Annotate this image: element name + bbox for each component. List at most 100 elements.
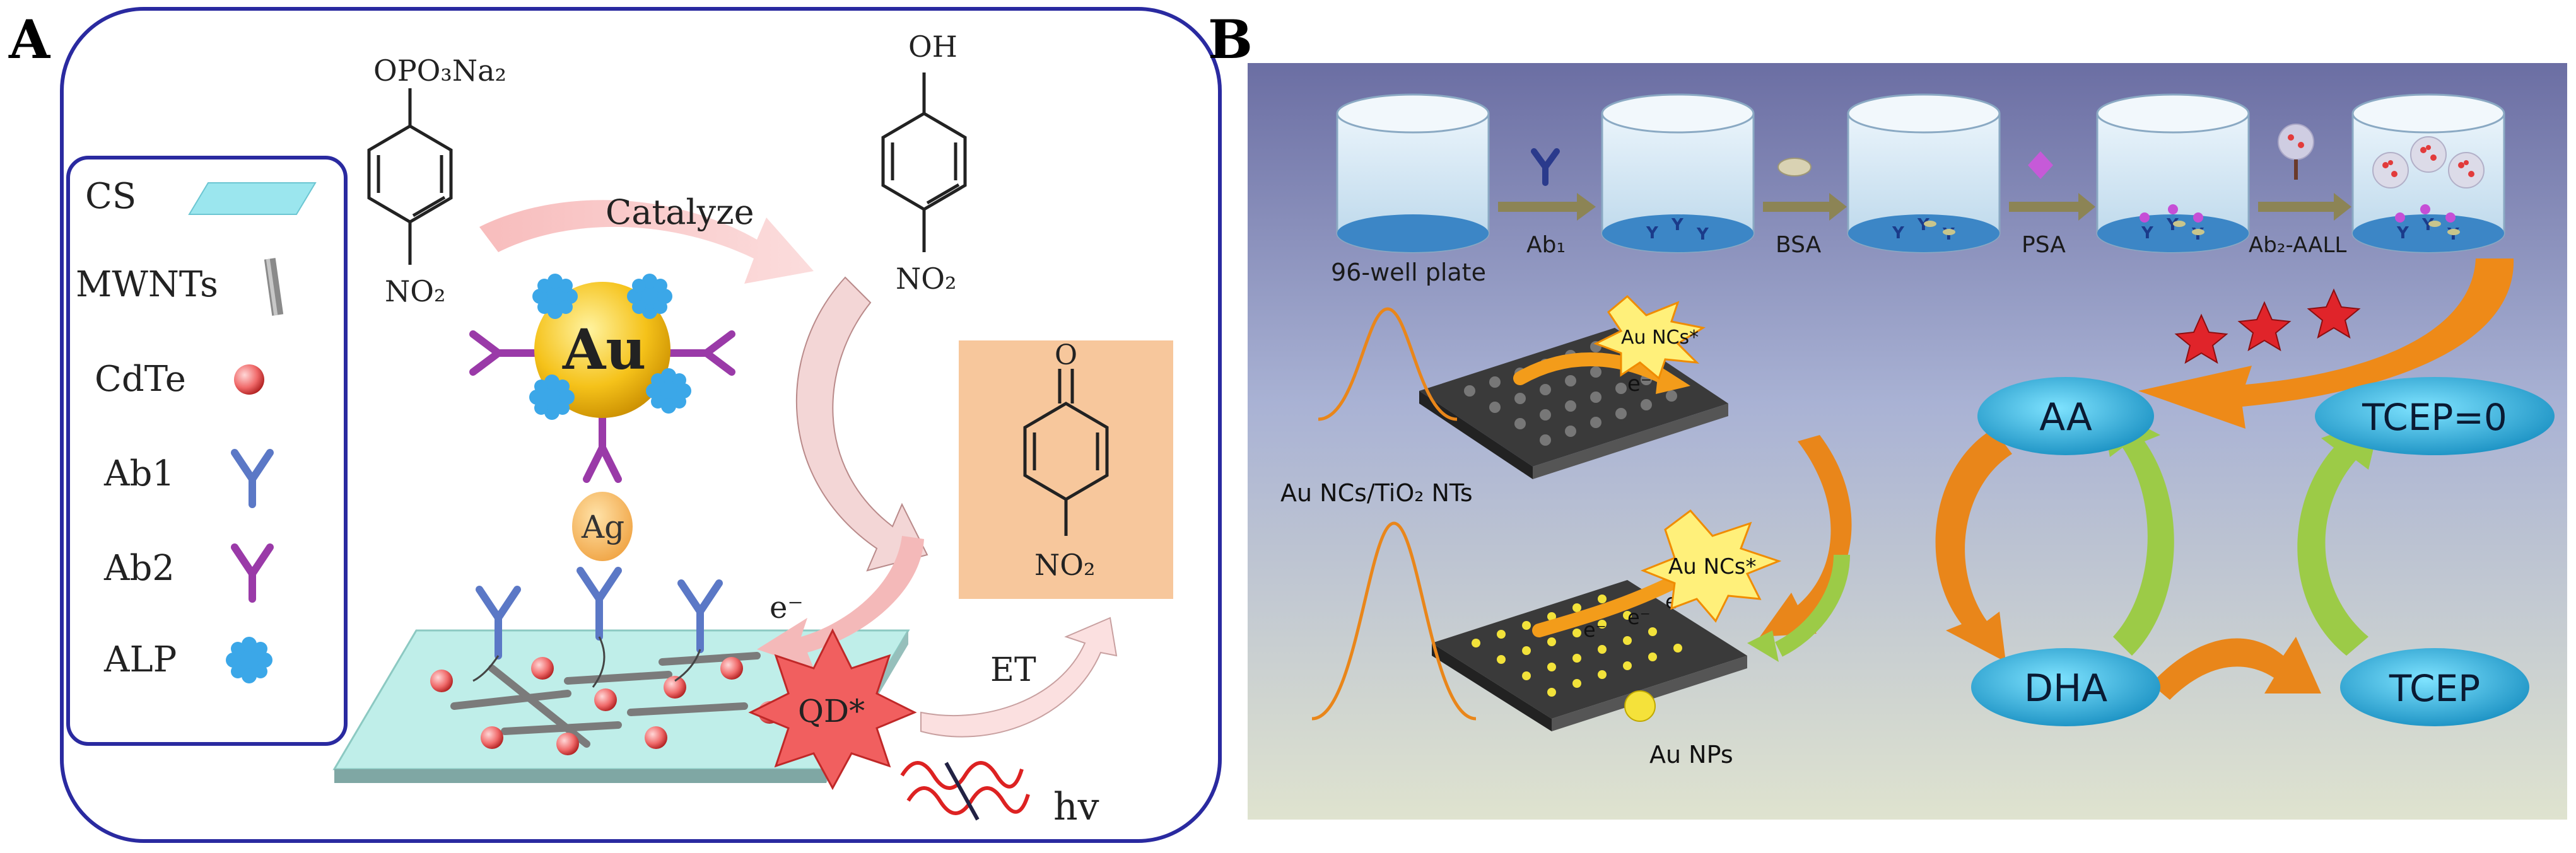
nanotube-layer	[450, 652, 761, 748]
dha-to-aa-arrow	[2100, 403, 2174, 656]
surface-ab1	[476, 567, 723, 659]
svg-text:Y: Y	[2421, 216, 2435, 235]
bsa-icon	[1777, 158, 1812, 177]
bottom-electron-label-2: e⁻	[1627, 605, 1651, 629]
step-plate-label: 96-well plate	[1331, 258, 1486, 286]
liposome-bubbles	[2372, 136, 2485, 189]
svg-text:Y: Y	[2166, 216, 2179, 235]
quinone-box	[959, 340, 1173, 599]
cs-electrode-edge	[334, 769, 826, 783]
quinone-nitro-label: NO₂	[1034, 548, 1095, 582]
panel-a-label: A	[8, 8, 51, 71]
substrate-nitro-label: NO₂	[385, 274, 445, 308]
svg-text:Y: Y	[1917, 216, 1930, 235]
product-hydroxyl-label: OH	[908, 30, 957, 64]
legend-ab1-label: Ab1	[103, 453, 175, 494]
alp-enzymes	[529, 274, 691, 420]
bottom-peak-curve	[1311, 521, 1477, 721]
tcep-zero-label: TCEP=0	[2362, 396, 2507, 439]
photon-wave-icon	[900, 761, 1030, 821]
well-4	[2096, 93, 2250, 253]
catalyze-label: Catalyze	[606, 192, 754, 232]
psa-icon	[2028, 151, 2053, 179]
aa-to-dha-arrow	[1935, 429, 2012, 662]
top-array-label: Au NCs/TiO₂ NTs	[1280, 479, 1473, 507]
cdte-spheres	[430, 657, 781, 755]
panel-a-frame	[60, 7, 1222, 843]
bottom-array-label: Au NPs	[1649, 741, 1733, 769]
tcep-node: TCEP	[2340, 648, 2529, 726]
svg-text:Y: Y	[2141, 224, 2154, 243]
top-nc-label: Au NCs*	[1621, 327, 1699, 349]
antibody-purple-icon	[231, 543, 274, 603]
well-1	[1336, 93, 1490, 253]
array-to-aa-arrow	[1774, 554, 1850, 657]
product-nitro-label: NO₂	[896, 262, 956, 296]
antibody-blue-icon	[231, 449, 274, 508]
tcep-to-tcepzero-arrow	[2297, 416, 2381, 656]
svg-text:Y: Y	[1892, 224, 1905, 243]
bottom-nc-star	[1640, 509, 1782, 623]
svg-text:Y: Y	[1671, 216, 1684, 235]
top-nc-star	[1593, 294, 1706, 380]
gold-np-ball	[1624, 690, 1656, 722]
svg-text:Y: Y	[1696, 225, 1709, 244]
well-2	[1601, 93, 1755, 253]
ascorbic-stars	[2174, 288, 2361, 364]
red-sphere-icon	[234, 364, 264, 395]
top-electron-label: e⁻	[1627, 371, 1652, 397]
electron-arrow	[757, 536, 924, 668]
catalyze-arrow	[479, 200, 814, 284]
panel-b-label: B	[1208, 8, 1253, 71]
panel-b: B	[1208, 8, 2567, 820]
nanotube-icon	[264, 258, 284, 316]
cs-slab-icon	[188, 182, 317, 215]
substrate-phosphate-label: OPO₃Na₂	[373, 54, 506, 88]
well-row: YYY YYY YYY YYY	[1336, 93, 2505, 253]
legend-mwnts-label: MWNTs	[76, 264, 218, 305]
quinone-molecule	[1023, 369, 1109, 536]
panel-a: A CS MWNTs CdTe Ab1 Ab2 ALP	[8, 7, 1222, 843]
bottom-electron-label-1: e⁻	[1583, 618, 1607, 642]
legend-ab2-label: Ab2	[103, 548, 175, 589]
legend-cs-label: CS	[85, 176, 136, 217]
legend-alp-label: ALP	[103, 639, 177, 680]
antigen-ball	[572, 492, 633, 561]
dha-label: DHA	[2024, 666, 2107, 711]
substrate-molecule	[367, 88, 453, 265]
dha-to-tcep-arrow	[2151, 637, 2321, 700]
aa-node: AA	[1977, 377, 2154, 455]
bottom-nc-label: Au NCs*	[1668, 554, 1757, 579]
antigen-label: Ag	[581, 509, 624, 545]
bottom-nanotube-array	[1432, 567, 1747, 731]
gold-label: Au	[562, 316, 646, 382]
step-ab2-label: Ab₂-AALL	[2249, 233, 2346, 258]
step-ab1-label: Ab₁	[1526, 232, 1566, 258]
electron-label: e⁻	[770, 590, 804, 625]
quantum-dot-star	[748, 628, 917, 791]
ab2-aall-icon	[2278, 124, 2314, 180]
quinone-oxygen-label: O	[1055, 339, 1077, 371]
top-peak-curve	[1318, 307, 1458, 421]
dha-node: DHA	[1971, 648, 2160, 726]
photon-label: hv	[1053, 785, 1099, 829]
enzyme-icon	[226, 637, 272, 683]
product-molecule	[881, 73, 967, 252]
svg-text:Y: Y	[1646, 224, 1659, 243]
step-arrows	[1498, 193, 2351, 221]
well-3	[1847, 93, 2001, 253]
svg-text:Y: Y	[2396, 224, 2409, 243]
tcep-label: TCEP	[2389, 667, 2480, 710]
step-bsa-label: BSA	[1776, 232, 1822, 258]
well-5	[2351, 93, 2505, 253]
tcep-zero-node: TCEP=0	[2315, 377, 2555, 455]
step-psa-label: PSA	[2022, 232, 2066, 258]
energy-transfer-label: ET	[990, 651, 1036, 689]
quantum-dot-label: QD*	[798, 693, 865, 729]
energy-transfer-arrow	[920, 617, 1118, 738]
legend-cdte-label: CdTe	[95, 359, 186, 400]
aa-label: AA	[2039, 395, 2092, 439]
ab1-icon	[1531, 148, 1560, 186]
release-arrow	[2138, 258, 2514, 429]
